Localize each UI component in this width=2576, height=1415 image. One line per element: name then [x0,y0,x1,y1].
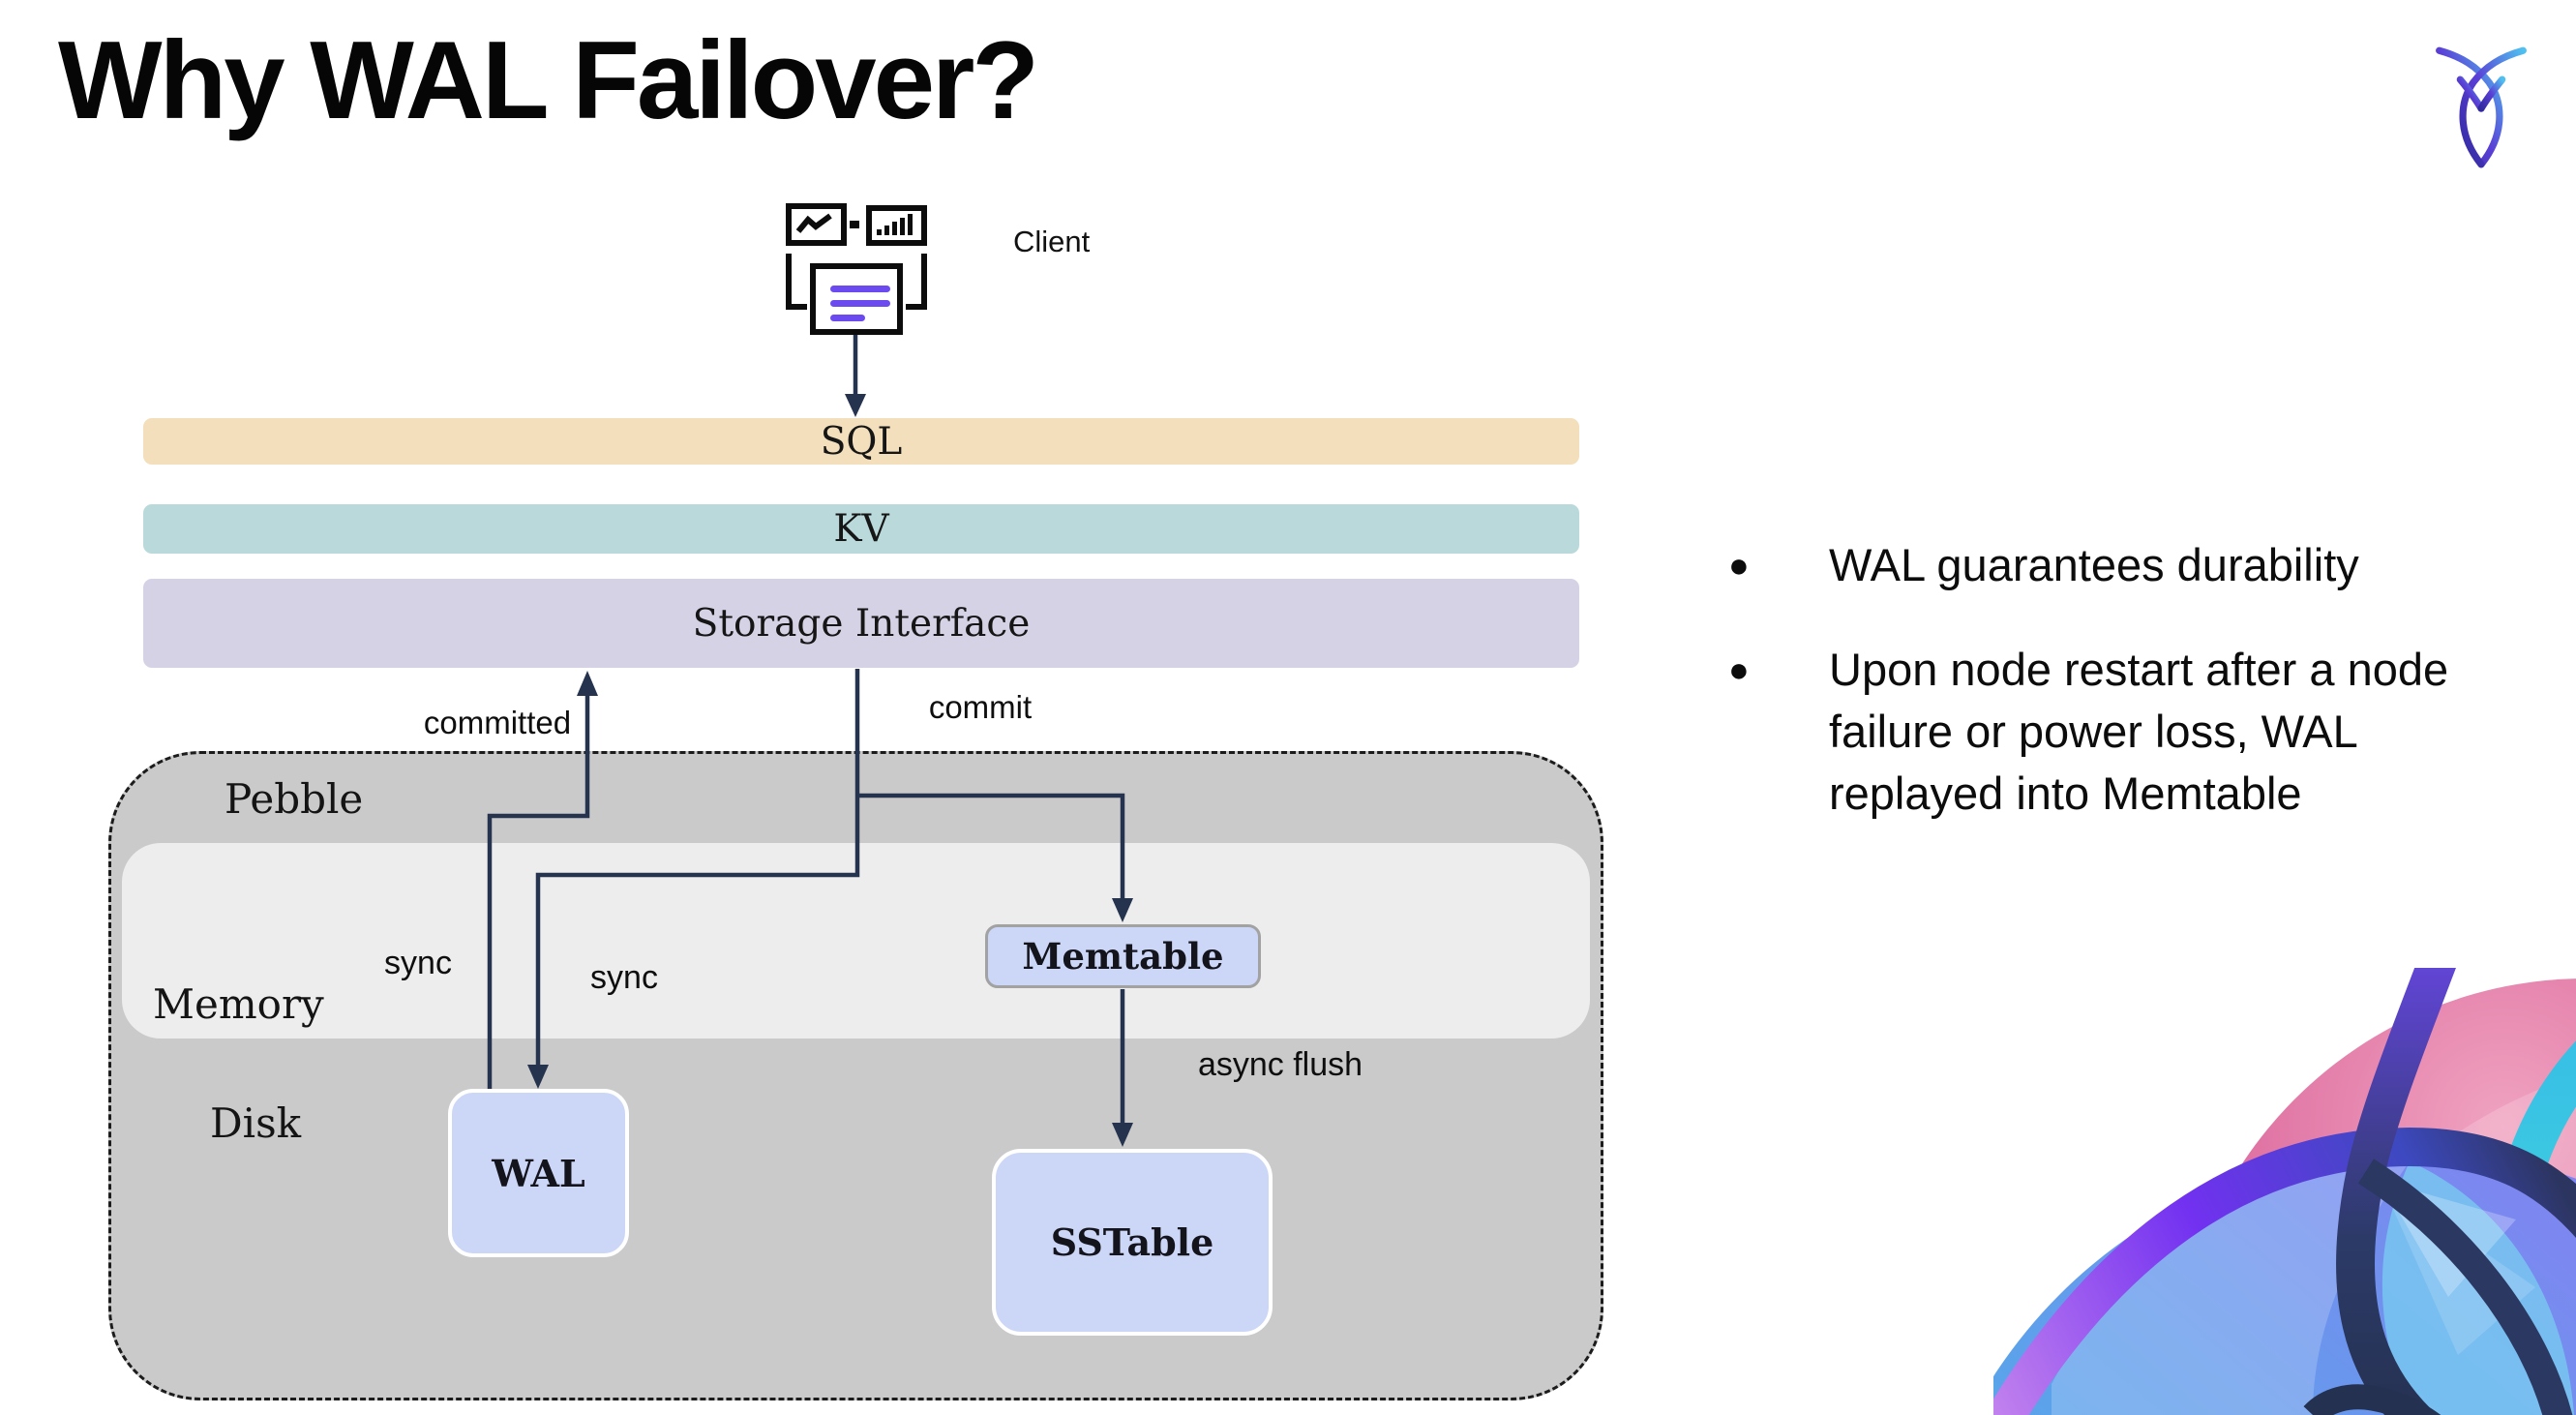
brand-corner-art [1993,968,2576,1415]
edge-label-sync-wal: sync [384,945,452,981]
bar-chart-monitor-icon [866,205,927,246]
node-memtable: Memtable [985,924,1261,988]
layer-sql-label: SQL [820,419,903,464]
leaf-vein [2357,1159,2573,1415]
layer-storage-label: Storage Interface [692,601,1031,646]
doc-text-line [830,286,890,292]
doc-text-line [830,315,865,321]
bullet-text: Upon node restart after a node failure o… [1829,644,2449,819]
edge-label-async-flush: async flush [1197,1046,1363,1083]
list-item: ● Upon node restart after a node failure… [1728,639,2576,825]
pebble-label: Pebble [225,775,364,823]
edge-label-committed: committed [423,705,572,740]
leaf-vein [2303,1384,2441,1415]
cockroachdb-logo-icon [2436,46,2527,168]
blue-sheen [2052,1160,2410,1415]
layer-kv-label: KV [833,507,889,551]
node-wal: WAL [448,1089,629,1257]
doc-text-line [830,300,890,307]
layer-kv: KV [143,504,1579,554]
page-title: Why WAL Failover? [58,19,1039,142]
node-sstable-label: SSTable [1050,1220,1214,1264]
layer-storage-interface: Storage Interface [143,579,1579,668]
memory-band [122,843,1590,1039]
line-chart-monitor-icon [786,203,847,246]
purple-arc [1993,1127,2576,1415]
client-label: Client [1013,225,1091,258]
edge-label-sync-path: sync [590,959,658,996]
document-icon [810,263,903,335]
node-sstable: SSTable [992,1149,1273,1336]
arrowhead-down-icon [845,394,866,417]
node-wal-label: WAL [492,1151,585,1195]
connector-dash-icon [850,221,859,228]
notes-list: ● WAL guarantees durability ● Upon node … [1728,534,2576,867]
client-icon [786,201,927,337]
layer-sql: SQL [143,418,1579,465]
bullet-dot-icon: ● [1728,649,1750,689]
bullet-dot-icon: ● [1728,545,1750,585]
disk-label: Disk [210,1099,302,1147]
bullet-text: WAL guarantees durability [1829,539,2359,590]
bracket-left-icon [786,254,807,310]
memory-label: Memory [153,980,324,1028]
arrowhead-up-icon [577,671,598,696]
edge-label-commit: commit [928,689,1033,725]
list-item: ● WAL guarantees durability [1728,534,2576,596]
node-memtable-label: Memtable [1022,935,1224,978]
bracket-right-icon [906,254,927,310]
